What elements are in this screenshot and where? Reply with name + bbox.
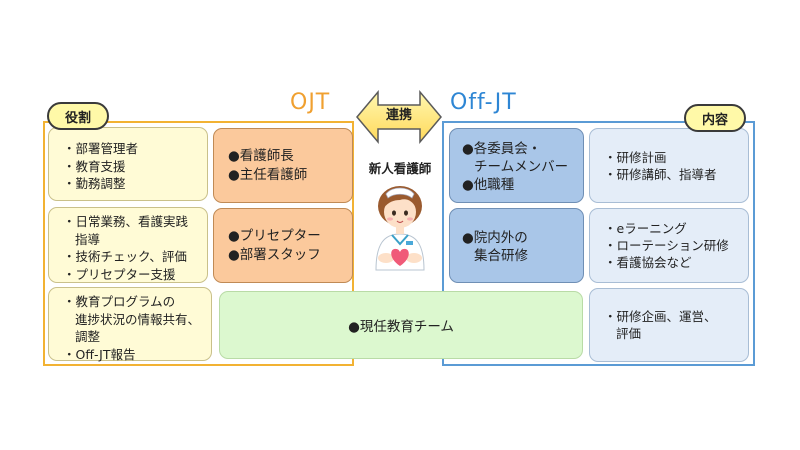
manager-line: ●主任看護師	[228, 166, 308, 183]
role-line: 進捗状況の情報共有、	[75, 311, 201, 327]
role-box-1: ・部署管理者 ・教育支援 ・勤務調整	[48, 127, 208, 201]
double-arrow-icon	[356, 90, 442, 145]
education-team-label: ●現任教育チーム	[348, 319, 454, 335]
education-team-box: ●現任教育チーム	[219, 291, 583, 359]
collaboration-label: 連携	[385, 108, 412, 123]
content-box-1: ・研修計画 ・研修講師、指導者	[589, 128, 749, 203]
content-line: 評価	[616, 326, 642, 341]
role-line: ・教育プログラムの	[63, 294, 176, 309]
role-line: ・部署管理者	[63, 141, 139, 156]
role-line: 指導	[75, 231, 101, 247]
preceptor-box: ●プリセプター ●部署スタッフ	[213, 208, 353, 283]
nurse-icon	[375, 186, 425, 271]
manager-box: ●看護師長 ●主任看護師	[213, 128, 353, 203]
new-nurse-label: 新人看護師	[368, 161, 432, 176]
training-line: ●院内外の	[462, 230, 528, 246]
content-line: ・研修計画	[604, 149, 667, 165]
committee-line: チームメンバー	[474, 159, 569, 175]
content-pill: 内容	[684, 104, 746, 132]
content-line: ・ローテーション研修	[604, 238, 729, 253]
role-line: ・日常業務、看護実践	[63, 214, 189, 229]
role-line: ・勤務調整	[63, 176, 126, 191]
ojt-frame	[43, 121, 354, 366]
preceptor-line: ●プリセプター	[228, 227, 321, 244]
preceptor-line: ●部署スタッフ	[228, 246, 321, 263]
committee-line: ●各委員会・	[462, 141, 542, 157]
content-line: ・研修企画、運営、	[604, 309, 717, 324]
training-line: 集合研修	[474, 248, 528, 264]
role-line: ・Off-JT報告	[63, 346, 136, 362]
committee-box: ●各委員会・ チームメンバー ●他職種	[449, 128, 584, 203]
content-line: ・看護協会など	[604, 255, 692, 270]
role-pill: 役割	[47, 102, 109, 130]
content-line: ・研修講師、指導者	[604, 166, 717, 182]
role-line: ・教育支援	[63, 158, 126, 174]
off-jt-frame	[442, 121, 755, 366]
role-box-2: ・日常業務、看護実践 指導 ・技術チェック、評価 ・プリセプター支援	[48, 207, 208, 283]
ojt-title: OJT	[290, 90, 331, 115]
committee-line: ●他職種	[462, 177, 515, 193]
content-line: ・eラーニング	[604, 221, 687, 236]
training-box: ●院内外の 集合研修	[449, 208, 584, 283]
role-box-3: ・教育プログラムの 進捗状況の情報共有、 調整 ・Off-JT報告	[48, 287, 212, 362]
content-box-3: ・研修企画、運営、 評価	[589, 288, 749, 362]
manager-line: ●看護師長	[228, 147, 294, 164]
content-box-2: ・eラーニング ・ローテーション研修 ・看護協会など	[589, 208, 749, 283]
off-jt-title: Off-JT	[450, 90, 517, 115]
role-line: ・技術チェック、評価	[63, 249, 187, 264]
role-line: 調整	[75, 329, 101, 344]
role-line: ・プリセプター支援	[63, 266, 176, 282]
